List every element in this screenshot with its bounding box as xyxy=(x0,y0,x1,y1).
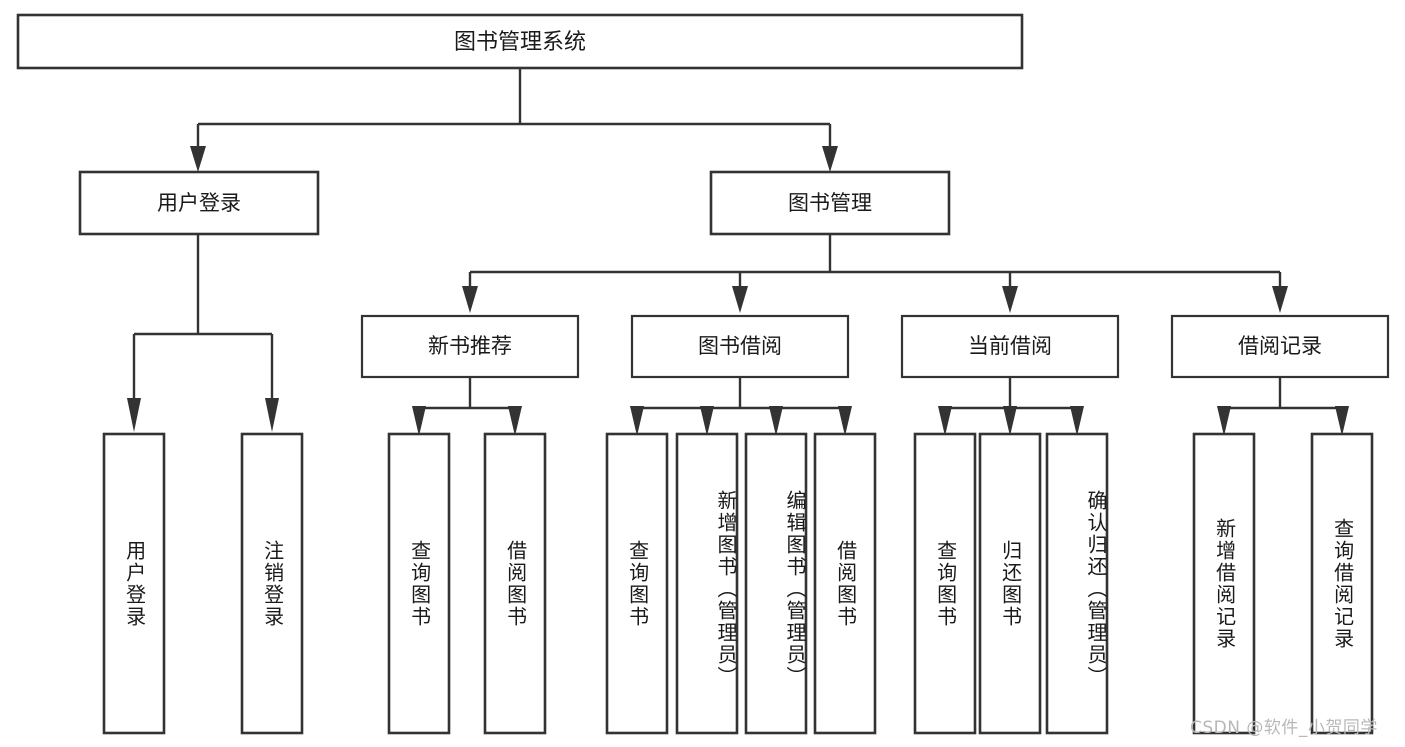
arrow-head-icon xyxy=(938,406,952,436)
leaf-box-new-book-1[interactable] xyxy=(387,432,451,735)
node-current-borrow-box[interactable] xyxy=(900,314,1120,379)
arrow-head-icon xyxy=(1002,286,1018,313)
leaf-box-current-borrow-1[interactable] xyxy=(913,432,977,735)
connector-group-book-management xyxy=(462,234,1288,313)
node-new-book-recommend-label: 新书推荐 xyxy=(428,334,512,358)
connector-group-current-borrow xyxy=(938,377,1084,436)
leaf-box-borrow-record-2[interactable] xyxy=(1310,432,1374,735)
arrow-head-icon xyxy=(412,406,426,436)
node-borrow-record[interactable]: 借阅记录 xyxy=(1170,314,1390,379)
connector-group-new-book xyxy=(412,377,522,436)
arrow-head-icon xyxy=(769,406,783,436)
node-new-book-recommend[interactable]: 新书推荐 xyxy=(360,314,580,379)
arrow-head-icon xyxy=(630,406,644,436)
arrow-head-icon xyxy=(1335,406,1349,436)
node-book-management-label: 图书管理 xyxy=(788,191,872,215)
leaf-boxes-new-book xyxy=(387,432,547,735)
arrow-head-icon xyxy=(1217,406,1231,436)
leaf-box-book-borrow-4[interactable] xyxy=(813,432,877,735)
arrow-head-icon xyxy=(190,146,206,172)
leaf-box-book-borrow-2[interactable] xyxy=(675,432,739,735)
arrow-head-icon xyxy=(462,286,478,313)
arrow-head-icon xyxy=(1272,286,1288,313)
node-book-management[interactable]: 图书管理 xyxy=(709,170,951,236)
watermark-text: CSDN @软件_小贺同学 xyxy=(1190,718,1378,738)
connector-group-borrow-record xyxy=(1217,377,1349,436)
connector-group-user-login xyxy=(127,234,279,432)
connector-group-root xyxy=(190,68,838,172)
node-new-book-recommend-box[interactable] xyxy=(360,314,580,379)
arrow-head-icon xyxy=(127,398,141,432)
leaf-box-book-borrow-1[interactable] xyxy=(605,432,669,735)
node-user-login[interactable]: 用户登录 xyxy=(78,170,320,236)
arrow-head-icon xyxy=(838,406,852,436)
leaf-boxes-current-borrow xyxy=(913,432,1109,735)
node-root-label: 图书管理系统 xyxy=(454,30,586,55)
leaf-box-current-borrow-3[interactable] xyxy=(1045,432,1109,735)
node-book-borrow-box[interactable] xyxy=(630,314,850,379)
arrow-head-icon xyxy=(1070,406,1084,436)
arrow-head-icon xyxy=(265,398,279,432)
node-user-login-label: 用户登录 xyxy=(157,191,241,215)
leaf-boxes-user-login xyxy=(102,432,304,735)
leaf-box-book-borrow-3[interactable] xyxy=(744,432,808,735)
arrow-head-icon xyxy=(508,406,522,436)
node-current-borrow[interactable]: 当前借阅 xyxy=(900,314,1120,379)
connector-group-book-borrow xyxy=(630,377,852,436)
node-root[interactable]: 图书管理系统 xyxy=(16,13,1024,70)
node-book-borrow[interactable]: 图书借阅 xyxy=(630,314,850,379)
leaf-box-user-login-2[interactable] xyxy=(240,432,304,735)
arrow-head-icon xyxy=(700,406,714,436)
node-borrow-record-box[interactable] xyxy=(1170,314,1390,379)
arrow-head-icon xyxy=(732,286,748,313)
arrow-head-icon xyxy=(822,146,838,172)
leaf-boxes-book-borrow xyxy=(605,432,877,735)
node-root-box[interactable] xyxy=(16,13,1024,70)
leaf-box-user-login-1[interactable] xyxy=(102,432,166,735)
leaf-box-current-borrow-2[interactable] xyxy=(978,432,1042,735)
leaf-box-borrow-record-1[interactable] xyxy=(1192,432,1256,735)
node-current-borrow-label: 当前借阅 xyxy=(968,334,1052,358)
node-book-management-box[interactable] xyxy=(709,170,951,236)
arrow-head-icon xyxy=(1003,406,1017,436)
node-user-login-box[interactable] xyxy=(78,170,320,236)
node-book-borrow-label: 图书借阅 xyxy=(698,334,782,358)
leaf-box-new-book-2[interactable] xyxy=(483,432,547,735)
leaf-boxes-borrow-record xyxy=(1192,432,1374,735)
node-borrow-record-label: 借阅记录 xyxy=(1238,334,1322,358)
